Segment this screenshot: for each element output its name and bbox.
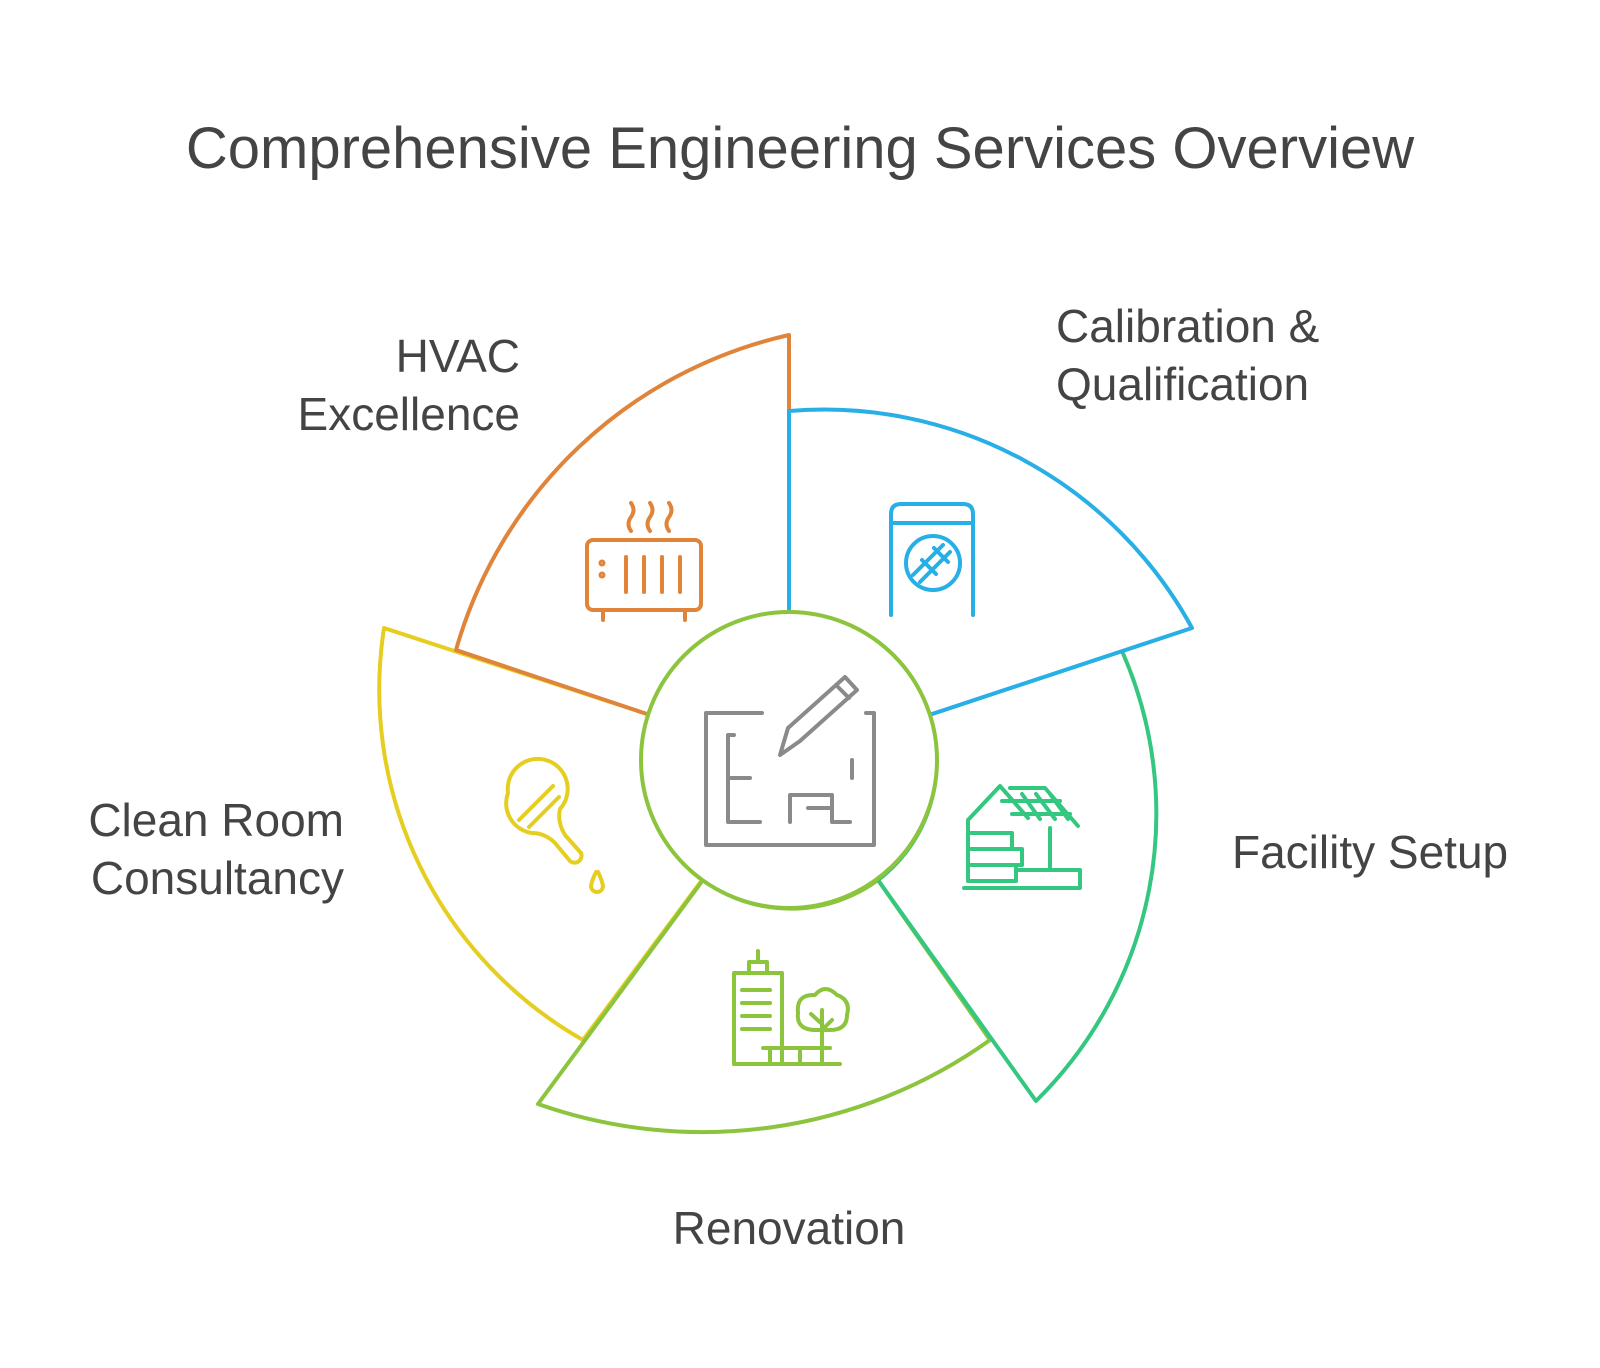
label-facility-line-1: Facility Setup bbox=[1232, 826, 1508, 878]
cleaning-flask-icon bbox=[504, 756, 605, 894]
label-calibration: Calibration & Qualification bbox=[1056, 300, 1319, 410]
label-renovation-line-1: Renovation bbox=[673, 1202, 906, 1254]
page-title: Comprehensive Engineering Services Overv… bbox=[186, 116, 1415, 181]
label-cleanroom: Clean Room Consultancy bbox=[88, 794, 344, 904]
label-renovation: Renovation bbox=[673, 1202, 906, 1254]
building-tree-icon bbox=[732, 949, 850, 1066]
label-calibration-line-1: Calibration & bbox=[1056, 300, 1319, 352]
blueprint-pencil-icon bbox=[704, 675, 876, 847]
center-circle bbox=[639, 610, 939, 910]
label-hvac: HVAC Excellence bbox=[298, 330, 520, 440]
label-cleanroom-line-2: Consultancy bbox=[91, 852, 344, 904]
radiator-heat-icon bbox=[585, 501, 703, 622]
label-cleanroom-line-1: Clean Room bbox=[88, 794, 344, 846]
label-calibration-line-2: Qualification bbox=[1056, 358, 1309, 410]
label-facility: Facility Setup bbox=[1232, 826, 1508, 878]
label-hvac-line-1: HVAC bbox=[396, 330, 520, 382]
gauge-meter-icon bbox=[889, 502, 975, 617]
house-solar-panels-icon bbox=[962, 784, 1082, 890]
label-hvac-line-2: Excellence bbox=[298, 388, 520, 440]
